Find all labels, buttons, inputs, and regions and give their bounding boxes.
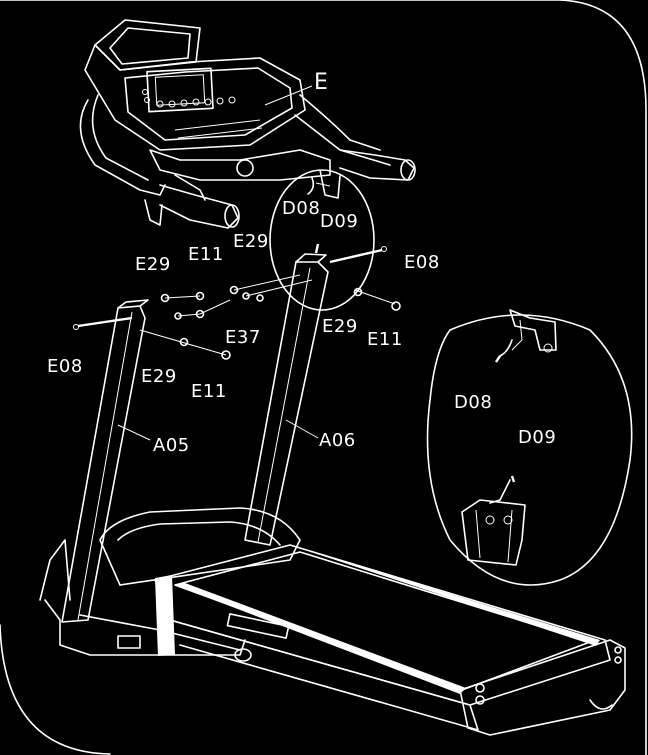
label-E08: E08 (404, 252, 440, 273)
label-E11: E11 (367, 329, 403, 350)
label-A05: A05 (153, 435, 190, 456)
treadmill-base (39, 507, 626, 736)
console-buttons (142, 89, 236, 108)
leader-E (264, 85, 313, 106)
label-D08-detail: D08 (454, 392, 493, 413)
label-E08: E08 (47, 356, 83, 377)
hardware-parts (73, 246, 401, 360)
label-E11: E11 (191, 381, 227, 402)
label-D09: D09 (320, 211, 359, 232)
label-D09-detail: D09 (518, 427, 557, 448)
console-assembly (79, 19, 416, 229)
detail-circle-right (426, 309, 633, 586)
uprights (61, 253, 329, 623)
label-E29: E29 (233, 231, 269, 252)
detail-circle-upper (269, 169, 375, 311)
label-E37: E37 (225, 327, 261, 348)
label-E: E (314, 70, 329, 95)
label-E29: E29 (135, 254, 171, 275)
label-E29: E29 (322, 316, 358, 337)
label-A06: A06 (319, 430, 356, 451)
label-E11: E11 (188, 244, 224, 265)
label-D08: D08 (282, 198, 321, 219)
label-E29: E29 (141, 366, 177, 387)
page-frame-corner (0, 624, 111, 755)
